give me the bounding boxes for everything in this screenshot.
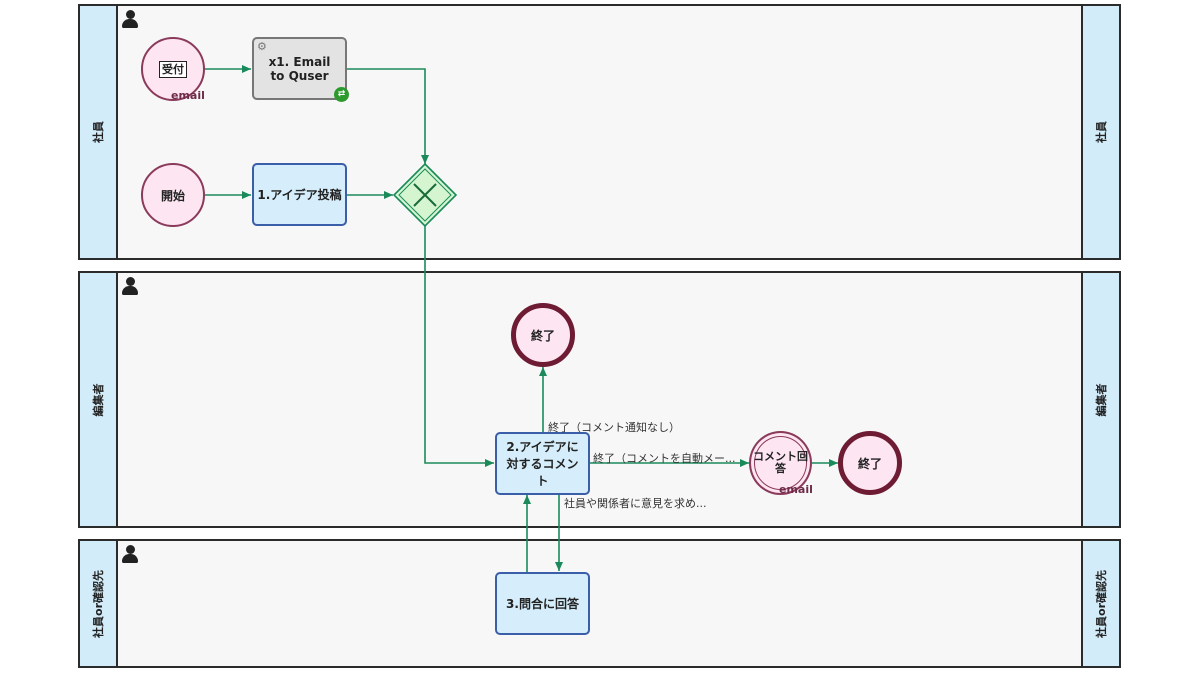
event-label: コメント回答 <box>753 450 808 475</box>
sync-icon: ⇄ <box>334 87 349 102</box>
swimlane-editor: 編集者 編集者 <box>78 271 1121 528</box>
person-icon <box>122 545 138 563</box>
message-start-event-receive[interactable]: 受付 <box>141 37 205 101</box>
event-label: 終了 <box>857 456 882 471</box>
event-label: 開始 <box>160 188 185 203</box>
lane-header-left: 編集者 <box>80 273 118 526</box>
task-email-to-quser[interactable]: x1. Email to Quser ⚙ ⇄ <box>252 37 349 102</box>
start-event[interactable]: 開始 <box>141 163 205 227</box>
task-label: 1.アイデア投稿 <box>257 188 342 202</box>
lane-header-right: 社員or確認先 <box>1081 541 1119 666</box>
lane-header-right: 社員 <box>1081 6 1119 258</box>
event-type-label: email <box>779 483 813 496</box>
task-post-idea[interactable]: 1.アイデア投稿 <box>252 163 347 226</box>
lane-header-left: 社員 <box>80 6 118 258</box>
event-type-label: email <box>171 89 205 102</box>
person-icon <box>122 10 138 28</box>
swimlane-employee: 社員 社員 <box>78 4 1121 260</box>
person-icon <box>122 277 138 295</box>
lane-header-right: 編集者 <box>1081 273 1119 526</box>
flow-email-to-gateway <box>347 68 429 164</box>
envelope-icon: 受付 <box>159 60 187 78</box>
end-event-right[interactable]: 終了 <box>838 431 902 495</box>
flow-label-end-auto-mail: 終了（コメントを自動メー... <box>593 452 736 465</box>
flow-label-end-no-notify: 終了（コメント通知なし） <box>548 421 680 434</box>
flow-label-ask-opinion: 社員や関係者に意見を求め... <box>564 497 707 510</box>
event-label: 終了 <box>530 328 555 343</box>
task-label: 3.問合に回答 <box>506 597 579 611</box>
flow-gateway-to-comment <box>424 226 494 467</box>
lane-header-left: 社員or確認先 <box>80 541 118 666</box>
task-label: x1. Email to Quser <box>268 54 331 83</box>
task-comment-on-idea[interactable]: 2.アイデアに対するコメント <box>495 432 590 495</box>
gear-icon: ⚙ <box>257 40 267 53</box>
event-label: 受付 <box>162 62 184 76</box>
task-answer-inquiry[interactable]: 3.問合に回答 <box>495 572 590 635</box>
swimlane-employee-or-confirmer: 社員or確認先 社員or確認先 <box>78 539 1121 668</box>
task-label: 2.アイデアに対するコメント <box>506 440 579 488</box>
exclusive-gateway <box>392 162 458 228</box>
end-event-top[interactable]: 終了 <box>511 303 575 367</box>
message-end-event-comment-reply[interactable]: コメント回答 <box>749 431 812 495</box>
